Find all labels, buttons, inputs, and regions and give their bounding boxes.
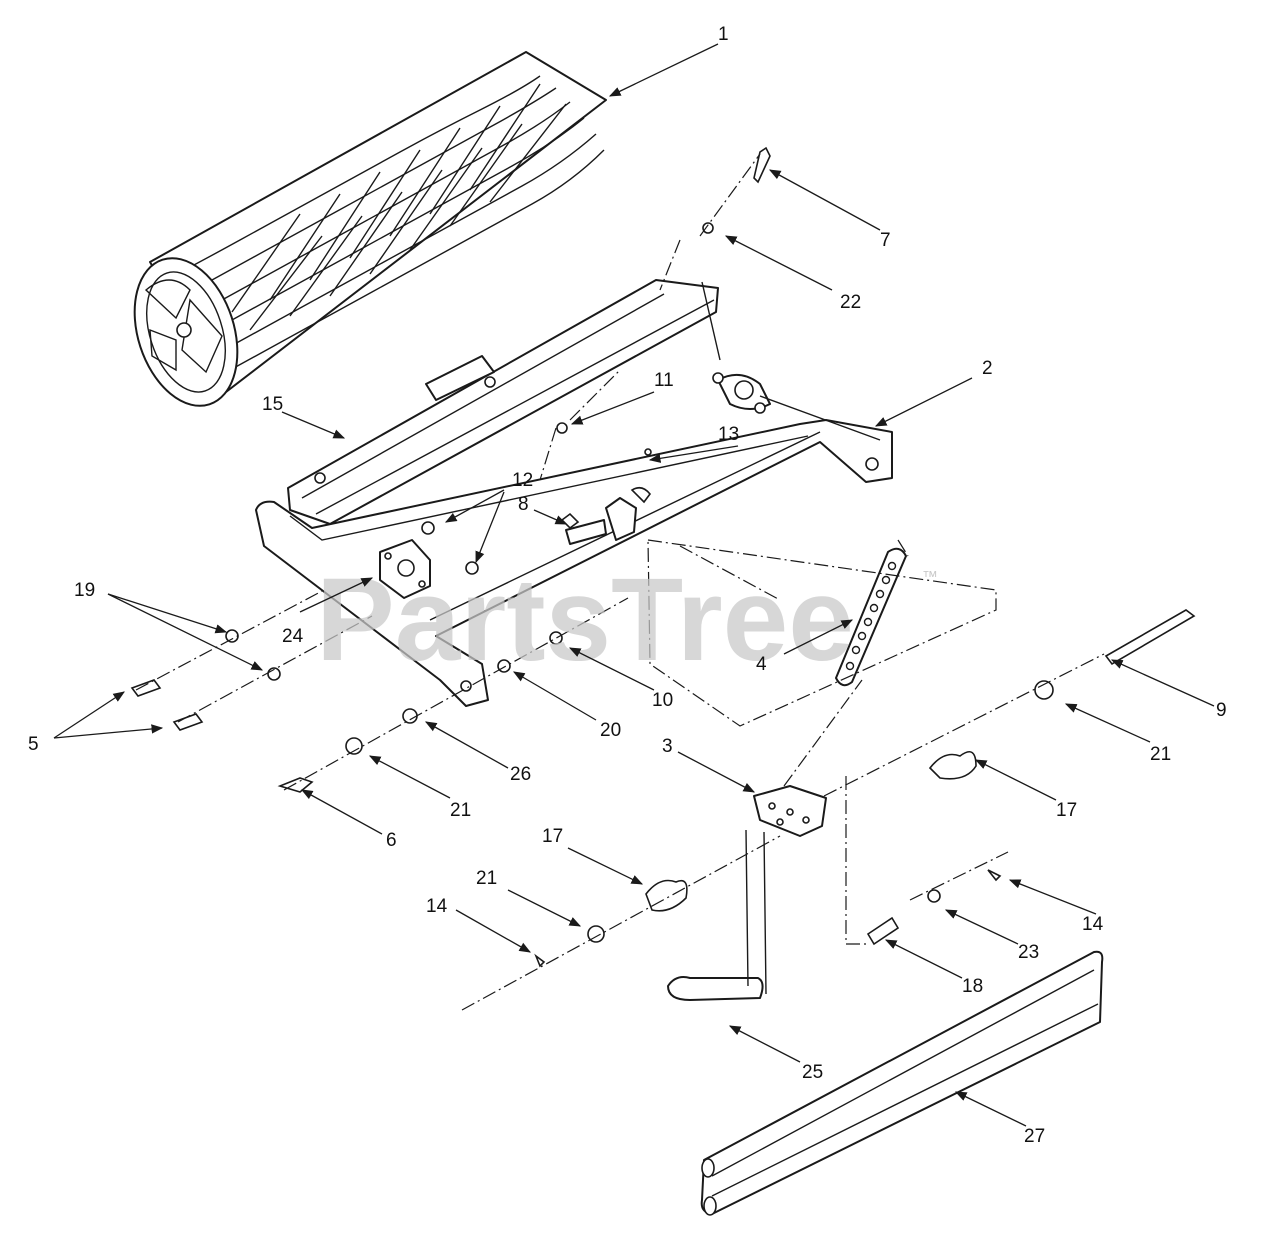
callout-11[interactable]: 11 <box>654 370 674 391</box>
washer-21b <box>1034 680 1054 700</box>
handle-part-25[interactable] <box>667 829 767 1001</box>
pin-13 <box>644 448 652 456</box>
washer-23 <box>927 889 941 903</box>
scraper-bar-part-27[interactable] <box>700 950 1104 1216</box>
callout-24[interactable]: 24 <box>282 626 304 647</box>
washer-21c <box>587 925 605 943</box>
callout-18[interactable]: 18 <box>962 976 983 997</box>
spacer-26 <box>402 708 418 724</box>
callout-3[interactable]: 3 <box>662 736 673 757</box>
bolt-5a <box>130 679 162 697</box>
frame-part-2[interactable] <box>255 281 893 707</box>
callout-19[interactable]: 19 <box>74 580 95 601</box>
pin-14a <box>534 953 546 968</box>
callout-26[interactable]: 26 <box>510 764 531 785</box>
callout-1[interactable]: 1 <box>718 24 729 45</box>
link-holes <box>845 561 897 671</box>
adjust-link-part-4[interactable] <box>835 547 907 687</box>
bracket-part-24[interactable] <box>379 539 431 599</box>
deflector-bar-part-15[interactable] <box>287 279 719 525</box>
callout-12[interactable]: 12 <box>512 470 533 491</box>
callout-21-left[interactable]: 21 <box>450 800 471 821</box>
nut-10 <box>549 631 563 645</box>
roller-part-1[interactable] <box>117 51 607 419</box>
spring-18 <box>866 916 900 946</box>
pin-14b <box>987 869 1002 882</box>
callout-labels: 1 7 22 2 11 15 13 12 8 19 24 4 10 20 9 2… <box>28 24 1227 1147</box>
nut-12b <box>465 561 479 575</box>
callout-14-left[interactable]: 14 <box>426 896 448 917</box>
callout-27[interactable]: 27 <box>1024 1126 1045 1147</box>
spring-17a <box>928 750 977 780</box>
callout-9[interactable]: 9 <box>1216 700 1227 721</box>
callout-14-right[interactable]: 14 <box>1082 914 1104 935</box>
pivot-bracket-part-3[interactable] <box>753 785 827 837</box>
watermark-trademark: ™ <box>922 569 938 586</box>
washer-21a <box>345 737 363 755</box>
callout-6[interactable]: 6 <box>386 830 397 851</box>
callout-23[interactable]: 23 <box>1018 942 1039 963</box>
center-lines <box>135 153 1105 1011</box>
nut-12a <box>421 521 435 535</box>
clip-13 <box>630 486 652 504</box>
callout-21-lower[interactable]: 21 <box>476 868 497 889</box>
nut-11 <box>556 422 568 434</box>
callout-17-right[interactable]: 17 <box>1056 800 1077 821</box>
washer-19a <box>225 629 239 643</box>
bolt-6 <box>277 777 314 793</box>
callout-10[interactable]: 10 <box>652 690 673 711</box>
rod-9 <box>1104 609 1196 666</box>
callout-21-right[interactable]: 21 <box>1150 744 1171 765</box>
leader-lines <box>53 43 1215 1127</box>
callout-15[interactable]: 15 <box>262 394 283 415</box>
pin-7 <box>753 146 771 184</box>
watermark-text: PartsTree <box>316 554 854 686</box>
callout-7[interactable]: 7 <box>880 230 891 251</box>
washer-22 <box>702 222 714 234</box>
roller-mesh <box>161 75 605 381</box>
callout-17-left[interactable]: 17 <box>542 826 563 847</box>
callout-5[interactable]: 5 <box>28 734 39 755</box>
callout-8[interactable]: 8 <box>518 494 529 515</box>
callout-22[interactable]: 22 <box>840 292 861 313</box>
callout-20[interactable]: 20 <box>600 720 621 741</box>
callout-2[interactable]: 2 <box>982 358 993 379</box>
callout-4[interactable]: 4 <box>756 654 767 675</box>
callout-13[interactable]: 13 <box>718 424 739 445</box>
callout-25[interactable]: 25 <box>802 1062 823 1083</box>
